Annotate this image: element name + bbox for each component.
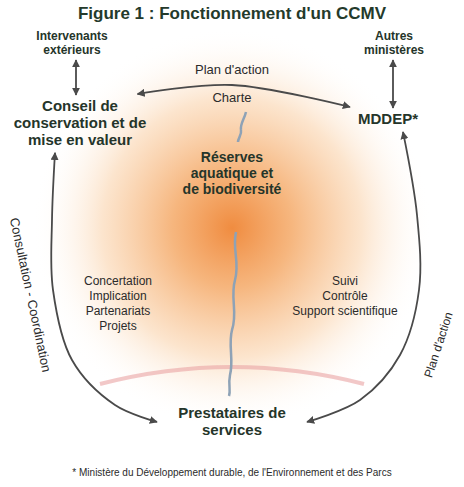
- node-text: Autres ministères: [348, 30, 440, 57]
- river: [229, 232, 237, 396]
- role-label: Concertation: [84, 275, 152, 288]
- actor-label: Autres ministères: [348, 30, 440, 57]
- ministry-node: MDDEP*: [338, 111, 438, 128]
- provider-node: Prestataires de services: [163, 405, 301, 439]
- role-label: Projets: [99, 320, 136, 333]
- role-label: Charte: [212, 91, 251, 105]
- role-label: Implication: [89, 290, 146, 303]
- edge-label: Plan d'action: [195, 63, 269, 77]
- node-text: Réserves aquatique et de biodiversité: [182, 150, 282, 197]
- reserve-node: Réserves aquatique et de biodiversité: [182, 150, 282, 197]
- node-text: MDDEP*: [338, 111, 438, 128]
- actor-label: Intervenants extérieurs: [20, 30, 124, 57]
- connector-arrow: [138, 85, 351, 107]
- river: [238, 112, 246, 142]
- node-text: Conseil de conservation et de mise en va…: [8, 98, 153, 149]
- role-label: Contrôle: [322, 290, 367, 303]
- connector-arrow: [307, 132, 420, 422]
- role-label: Suivi: [332, 275, 358, 288]
- role-label: Support scientifique: [292, 305, 397, 318]
- node-text: Prestataires de services: [163, 405, 301, 439]
- node-text: Intervenants extérieurs: [20, 30, 124, 57]
- footnote: * Ministère du Développement durable, de…: [72, 467, 391, 478]
- edge-label: Plan d'action: [422, 310, 456, 379]
- council-node: Conseil de conservation et de mise en va…: [8, 98, 153, 149]
- glow: [32, 28, 432, 428]
- figure-title: Figure 1 : Fonctionnement d'un CCMV: [0, 4, 464, 24]
- connector-arrow: [51, 153, 157, 422]
- connector-arrow: [75, 60, 77, 95]
- connector-arrow: [392, 60, 394, 108]
- role-label: Partenariats: [86, 305, 151, 318]
